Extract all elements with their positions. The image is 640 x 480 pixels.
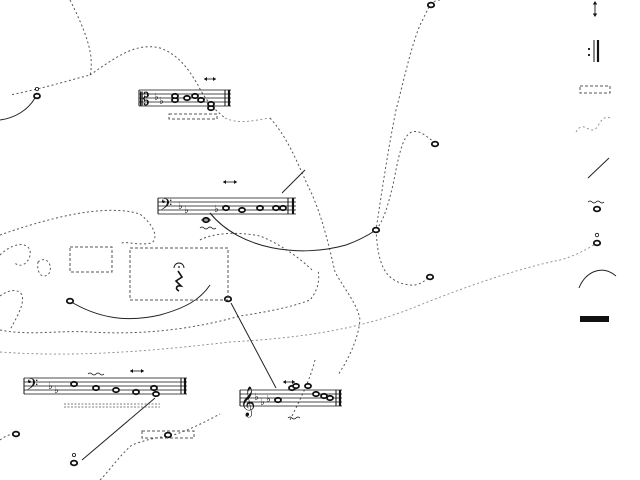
isolated-note <box>425 273 435 281</box>
svg-text:♭: ♭ <box>266 394 271 405</box>
svg-text:♭: ♭ <box>184 205 189 216</box>
legend-column <box>575 1 617 322</box>
trill-icon <box>87 372 105 376</box>
isolated-note <box>11 430 21 438</box>
isolated-notes <box>11 1 440 467</box>
isolated-note <box>33 87 41 100</box>
trill-icon <box>199 226 217 230</box>
double-arrow-icon <box>223 180 237 184</box>
contour-lines <box>0 0 599 480</box>
staff-bass-middle: 𝄢 ♭ ♭ ♭ <box>157 180 296 230</box>
bass-clef-icon: 𝄢 <box>26 376 38 398</box>
staff-bass-bottom: 𝄢 ♭ ♭ <box>23 369 187 408</box>
svg-text:♭: ♭ <box>48 381 53 392</box>
repeat-sign-icon <box>587 40 600 62</box>
double-arrow-icon <box>204 77 216 81</box>
double-arrow-icon <box>130 369 144 373</box>
svg-text:♭: ♭ <box>214 204 219 215</box>
arc-icon <box>578 269 617 289</box>
trill-note-icon <box>587 200 605 213</box>
svg-text:♭: ♭ <box>254 392 259 403</box>
diagonal-line-icon <box>587 157 610 179</box>
isolated-note <box>371 226 381 234</box>
isolated-note <box>69 452 79 467</box>
rest-with-fermata <box>129 247 229 301</box>
svg-text:♭: ♭ <box>159 96 164 107</box>
solid-connectors <box>0 97 377 461</box>
treble-clef-icon: 𝄞 <box>240 386 255 418</box>
dotted-wave-icon <box>575 116 611 133</box>
svg-text:♭: ♭ <box>54 385 59 396</box>
isolated-note <box>426 1 436 9</box>
alto-clef-icon: 𝄡 <box>140 90 150 110</box>
isolated-note <box>65 297 75 305</box>
isolated-note <box>141 430 195 439</box>
harmonic-note-icon <box>592 232 602 247</box>
vertical-double-arrow-icon <box>592 1 598 17</box>
trill-icon <box>287 416 301 420</box>
double-arrow-icon <box>283 380 295 384</box>
svg-text:♭: ♭ <box>260 397 265 408</box>
dashed-box-icon <box>579 85 611 94</box>
black-bar-icon <box>580 316 609 322</box>
dashed-box <box>69 246 113 273</box>
isolated-note <box>430 140 440 148</box>
bass-clef-icon: 𝄢 <box>160 196 172 218</box>
staff-treble: 𝄞 ♭ ♭ ♭ <box>239 380 342 420</box>
svg-text:♭: ♭ <box>154 92 159 103</box>
staff-alto: 𝄡 ♭ ♭ <box>138 77 231 120</box>
svg-text:♭: ♭ <box>178 201 183 212</box>
